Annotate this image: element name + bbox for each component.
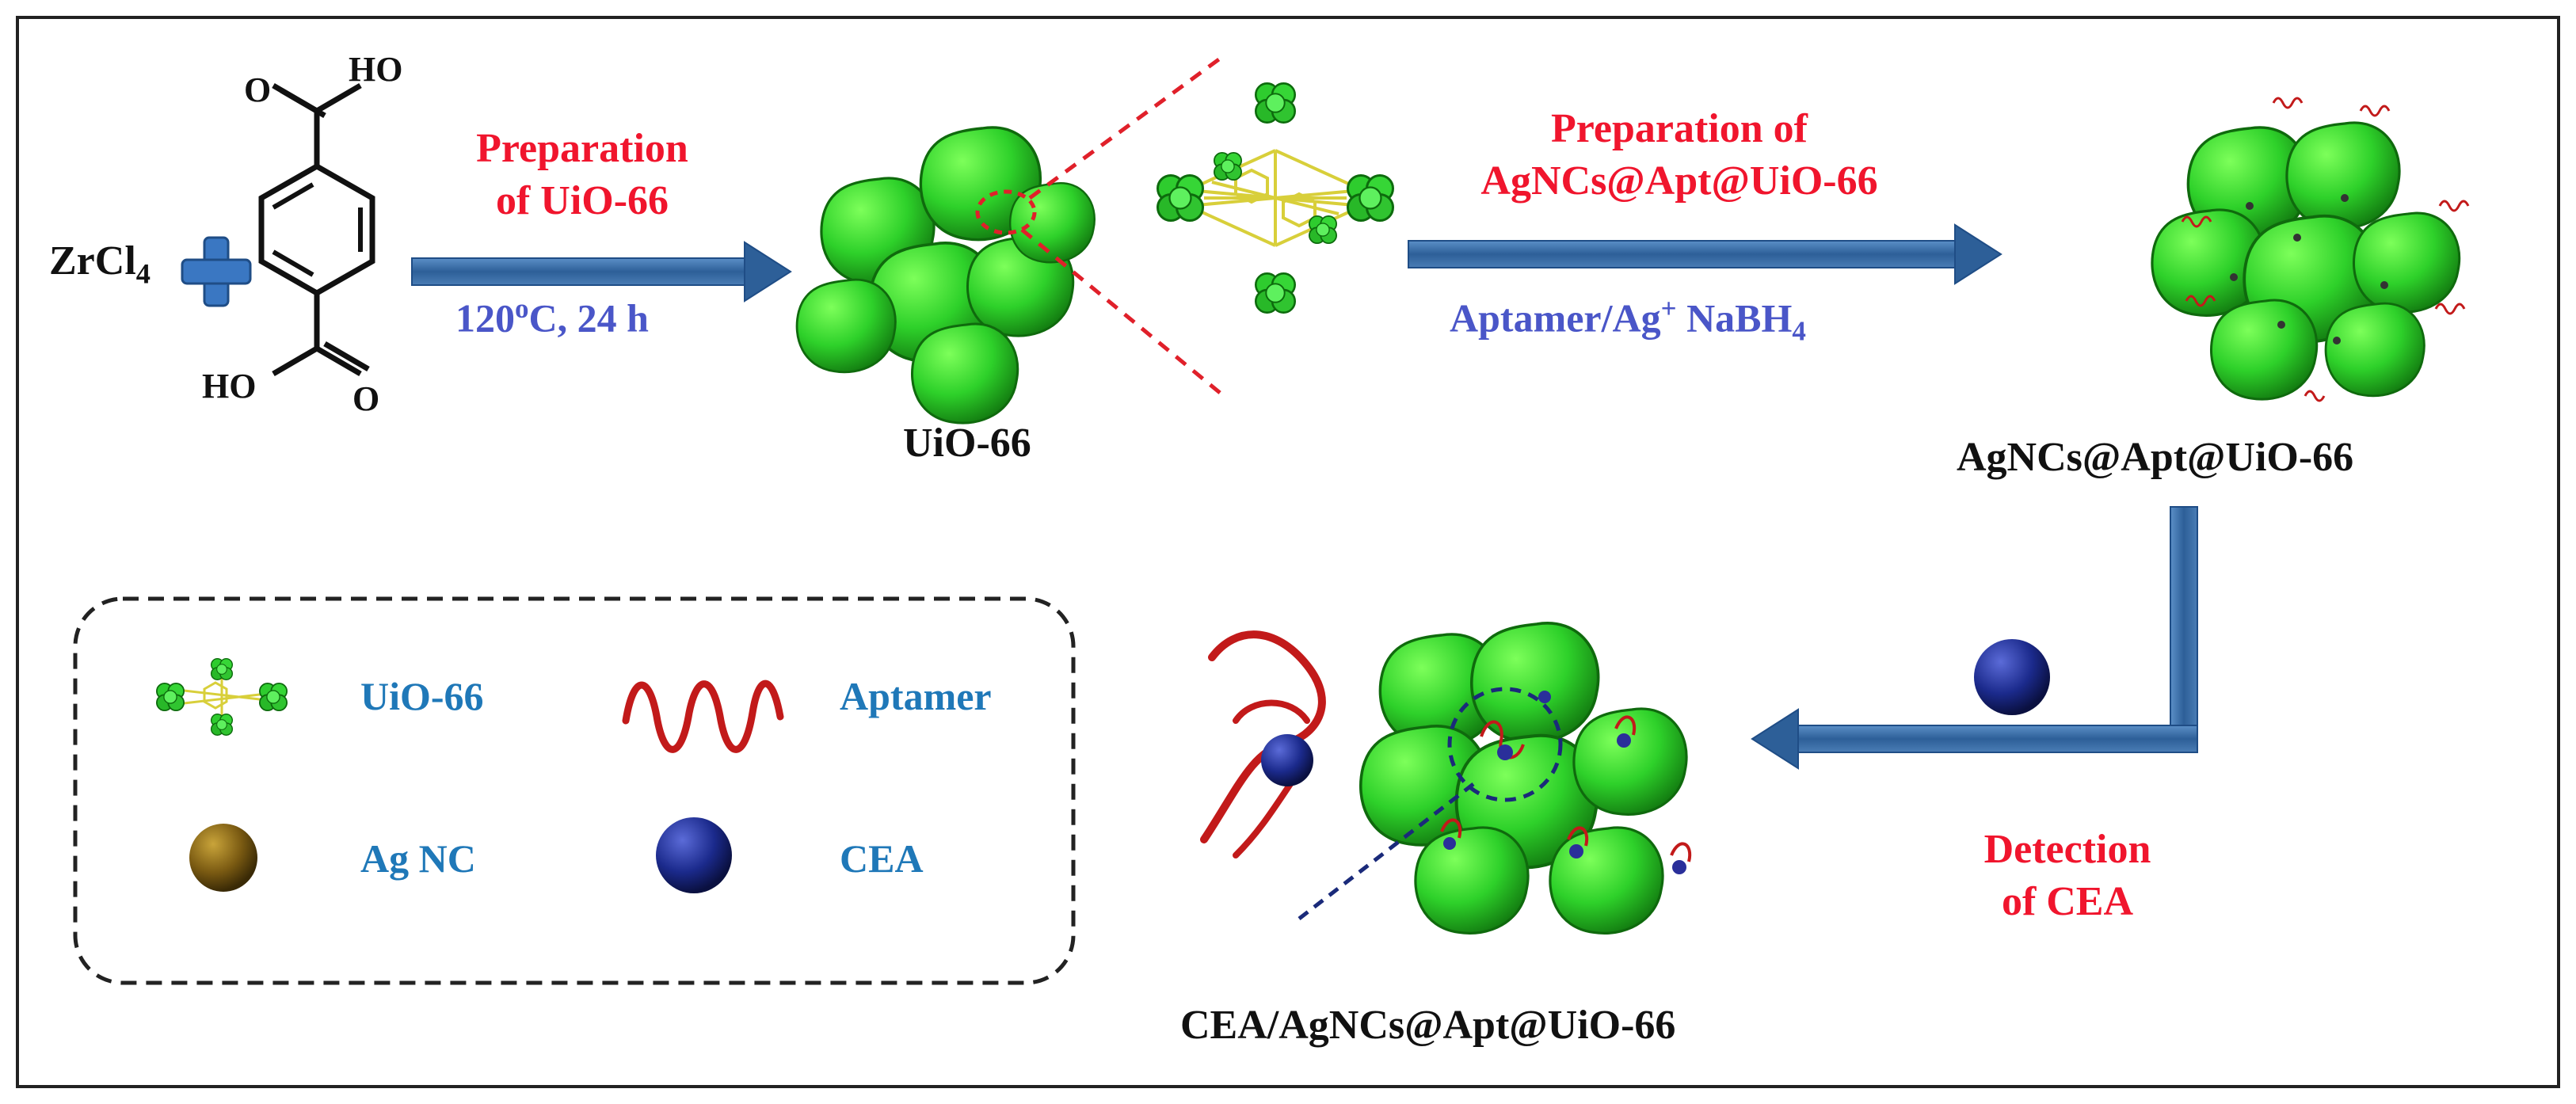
- arrow-step3: [1751, 506, 2198, 770]
- cea-complex-label: CEA/AgNCs@Apt@UiO-66: [1180, 1003, 1676, 1048]
- step3-label: Detection of CEA: [1917, 824, 2218, 928]
- step3-label-line1: Detection: [1983, 827, 2151, 872]
- uio66-cluster-image: [795, 126, 1096, 424]
- step3-label-line2: of CEA: [2001, 879, 2134, 924]
- step2-condition-b: NaBH: [1676, 295, 1793, 341]
- step1-label-line1: Preparation: [476, 126, 688, 171]
- legend-label-agnc: Ag NC: [360, 836, 476, 881]
- plus-icon: [181, 236, 252, 307]
- uio66-product-label: UiO-66: [903, 421, 1031, 466]
- agncs-product-label: AgNCs@Apt@UiO-66: [1957, 435, 2354, 480]
- agncs-apt-uio66-image: [2151, 97, 2470, 402]
- cea-icon: [656, 817, 732, 893]
- step1-label-line2: of UiO-66: [495, 178, 669, 223]
- step2-condition-a: Aptamer/Ag: [1450, 295, 1661, 341]
- cea-molecule-icon: [1974, 639, 2050, 715]
- figure-frame: [16, 16, 2560, 1088]
- mof-framework-icon: [155, 658, 288, 736]
- zoom-line-top: [1028, 56, 1221, 200]
- step2-label: Preparation of AgNCs@Apt@UiO-66: [1402, 103, 1957, 207]
- o-bottom-label: O: [352, 379, 380, 418]
- ag-nc-icon: [189, 824, 257, 892]
- arrow-step2: [1408, 223, 2002, 285]
- step1-condition-main: 120: [455, 295, 515, 341]
- oh-bottom-label: HO: [202, 367, 257, 405]
- step1-label: Preparation of UiO-66: [424, 123, 741, 227]
- legend-label-aptamer: Aptamer: [840, 674, 992, 718]
- step2-label-line1: Preparation of: [1551, 106, 1808, 151]
- step1-condition: 120oC, 24 h: [455, 293, 649, 341]
- legend-label-cea: CEA: [840, 836, 924, 881]
- uio66-framework-zoom: [1157, 82, 1394, 314]
- legend-box: [73, 596, 1076, 985]
- step2-condition-sup: +: [1660, 293, 1677, 324]
- step1-condition-rest: C, 24 h: [528, 295, 649, 341]
- o-top-label: O: [244, 70, 272, 109]
- aptamer-cea-zoom: [1200, 630, 1326, 858]
- oh-top-label: HO: [349, 50, 403, 89]
- step2-condition: Aptamer/Ag+ NaBH4: [1450, 293, 1806, 348]
- step2-label-line2: AgNCs@Apt@UiO-66: [1480, 158, 1878, 204]
- terephthalic-acid-structure: [258, 82, 375, 377]
- step2-condition-sub: 4: [1792, 315, 1806, 347]
- step1-condition-sup: o: [515, 293, 529, 324]
- arrow-step1: [411, 241, 792, 303]
- legend-label-uio66: UiO-66: [360, 674, 484, 718]
- zrcl4-subscript: 4: [135, 257, 151, 290]
- zrcl4-text: ZrCl: [49, 238, 136, 284]
- cea-complex-image: [1298, 622, 1692, 935]
- aptamer-icon: [622, 680, 784, 753]
- zrcl4-label: ZrCl4: [49, 238, 151, 290]
